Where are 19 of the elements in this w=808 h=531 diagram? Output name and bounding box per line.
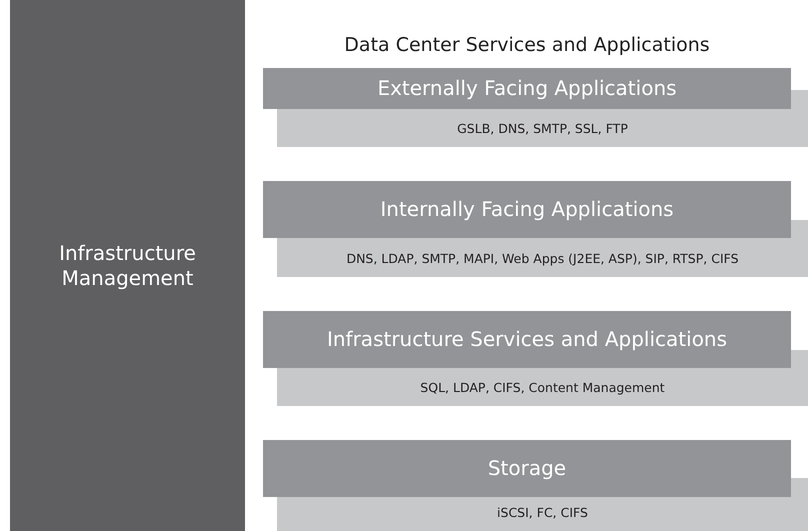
block-label: Infrastructure Services and Applications bbox=[326, 327, 728, 352]
layer-header bbox=[263, 440, 791, 497]
protocol-bar bbox=[277, 109, 808, 147]
layer-header bbox=[263, 311, 791, 368]
protocol-bar bbox=[277, 238, 808, 277]
protocol-bar bbox=[277, 368, 808, 406]
block-label: Infrastructure Management bbox=[58, 240, 197, 290]
protocol-bar bbox=[277, 497, 808, 531]
side-bar bbox=[10, 0, 245, 531]
block-label: DNS, LDAP, SMTP, MAPI, Web Apps (J2EE, ASP), SIP, RTSP, CIFS bbox=[346, 251, 739, 267]
block-label: Externally Facing Applications bbox=[377, 76, 677, 101]
diagram-title: Data Center Services and Applications bbox=[343, 34, 711, 56]
block-label: Internally Facing Applications bbox=[380, 197, 674, 222]
block-label: Storage bbox=[488, 456, 566, 481]
block-label: GSLB, DNS, SMTP, SSL, FTP bbox=[457, 121, 628, 137]
layer-header bbox=[263, 181, 791, 238]
block-label: SQL, LDAP, CIFS, Content Management bbox=[420, 380, 665, 396]
layer-header bbox=[263, 68, 791, 109]
block-label: iSCSI, FC, CIFS bbox=[497, 505, 588, 521]
